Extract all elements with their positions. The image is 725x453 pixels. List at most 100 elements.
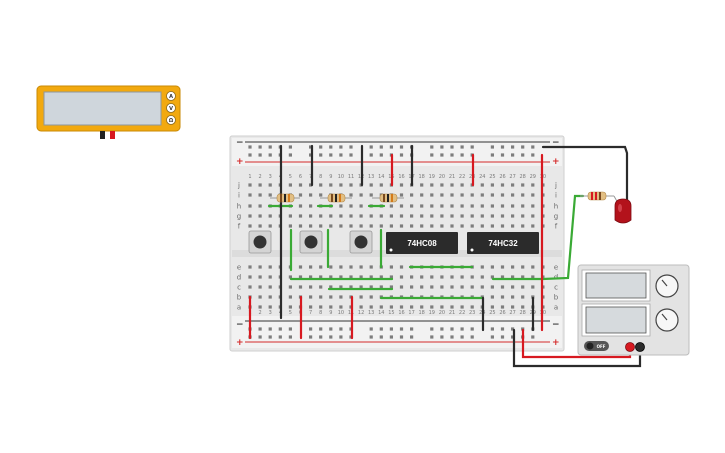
column-number: 17 <box>408 310 414 316</box>
multimeter-probe-red[interactable] <box>110 131 115 139</box>
black-wires[interactable] <box>279 144 642 368</box>
resistor-1[interactable] <box>270 193 300 203</box>
row-letter-a: a <box>237 304 241 312</box>
column-number: 2 <box>259 310 262 316</box>
ps-power-switch[interactable]: OFF <box>584 341 609 351</box>
green-wires[interactable] <box>267 194 585 300</box>
column-number: 22 <box>459 174 465 180</box>
rail-plus-label-bottom: + <box>236 338 244 348</box>
column-number: 14 <box>378 174 384 180</box>
column-number: 16 <box>398 310 404 316</box>
row-letter-b: b <box>554 294 559 302</box>
row-letter-b: b <box>237 294 242 302</box>
row-letter-h: h <box>237 203 241 211</box>
svg-text:V: V <box>169 106 173 112</box>
column-number: 15 <box>388 310 394 316</box>
wire-black-led[interactable] <box>541 145 629 202</box>
row-letter-i: i <box>238 192 240 200</box>
multimeter[interactable]: A V Ω <box>36 85 181 139</box>
rail-minus-label-bottom: − <box>236 320 244 330</box>
column-number: 28 <box>520 310 526 316</box>
ps-current-knob[interactable] <box>655 308 679 332</box>
column-number: 13 <box>368 174 374 180</box>
rail-minus-label-right: − <box>552 138 560 148</box>
column-number: 23 <box>469 310 475 316</box>
column-number: 2 <box>259 174 262 180</box>
column-number: 21 <box>449 174 455 180</box>
svg-text:A: A <box>169 94 173 100</box>
row-letter-e: e <box>237 264 241 272</box>
row-letter-e: e <box>554 264 558 272</box>
ps-positive-terminal[interactable] <box>625 342 635 352</box>
column-number: 5 <box>289 174 292 180</box>
chip-label: 74HC08 <box>407 239 437 248</box>
ps-off-label: OFF <box>597 344 606 349</box>
pushbutton-1[interactable] <box>248 230 272 254</box>
column-number: 8 <box>319 174 322 180</box>
led[interactable] <box>613 195 632 224</box>
row-letter-j: j <box>237 182 240 190</box>
rail-plus-label-bottom-right: + <box>552 338 560 348</box>
pushbutton-2[interactable] <box>299 230 323 254</box>
multimeter-button-ohm[interactable]: Ω <box>166 115 176 125</box>
multimeter-probe-black[interactable] <box>100 131 105 139</box>
row-letter-f: f <box>238 223 241 231</box>
column-number: 27 <box>509 310 515 316</box>
multimeter-button-a[interactable]: A <box>166 91 176 101</box>
row-letter-a: a <box>554 304 558 312</box>
chip-74hc08[interactable]: 74HC08 <box>386 232 458 254</box>
rail-plus-label: + <box>236 157 244 167</box>
row-letter-c: c <box>237 284 241 292</box>
column-number: 25 <box>489 310 495 316</box>
column-number: 3 <box>269 174 272 180</box>
resistor-3[interactable] <box>372 193 404 203</box>
column-number: 8 <box>319 310 322 316</box>
column-number: 19 <box>429 310 435 316</box>
column-number: 14 <box>378 310 384 316</box>
resistor-4[interactable] <box>580 191 614 201</box>
column-number: 19 <box>429 174 435 180</box>
chip-label: 74HC32 <box>488 239 518 248</box>
resistors[interactable] <box>270 191 614 203</box>
row-letter-c: c <box>554 284 558 292</box>
column-number: 20 <box>439 310 445 316</box>
column-number: 13 <box>368 310 374 316</box>
column-number: 12 <box>358 310 364 316</box>
column-number: 5 <box>289 310 292 316</box>
column-number: 16 <box>398 174 404 180</box>
column-number: 1 <box>248 174 251 180</box>
top-power-rail <box>232 138 562 166</box>
column-number: 10 <box>338 310 344 316</box>
chip-74hc32[interactable]: 74HC32 <box>467 232 539 254</box>
row-letter-g: g <box>554 213 558 221</box>
resistor-2[interactable] <box>320 193 352 203</box>
column-number: 7 <box>309 174 312 180</box>
ps-voltage-knob[interactable] <box>655 274 679 298</box>
column-number: 22 <box>459 310 465 316</box>
column-number: 25 <box>489 174 495 180</box>
column-number: 27 <box>509 174 515 180</box>
pushbuttons[interactable] <box>248 230 373 254</box>
wire-black-supply[interactable] <box>512 328 642 368</box>
column-number: 28 <box>520 174 526 180</box>
column-number: 10 <box>338 174 344 180</box>
column-number: 26 <box>499 174 505 180</box>
multimeter-button-v[interactable]: V <box>166 103 176 113</box>
row-letter-j: j <box>554 182 557 190</box>
pushbutton-3[interactable] <box>349 230 373 254</box>
ps-voltage-display <box>585 272 647 299</box>
ps-current-display <box>585 306 647 334</box>
power-supply[interactable]: OFF <box>577 264 690 356</box>
column-number: 7 <box>309 310 312 316</box>
column-number: 11 <box>348 174 354 180</box>
column-number: 18 <box>419 174 425 180</box>
column-number: 18 <box>419 310 425 316</box>
column-number: 9 <box>329 310 332 316</box>
wire-green-11[interactable] <box>491 194 585 281</box>
column-number: 6 <box>299 174 302 180</box>
ps-negative-terminal[interactable] <box>635 342 645 352</box>
rail-minus-label: − <box>236 138 244 148</box>
column-number: 3 <box>269 310 272 316</box>
rail-minus-label-bottom-right: − <box>552 320 560 330</box>
